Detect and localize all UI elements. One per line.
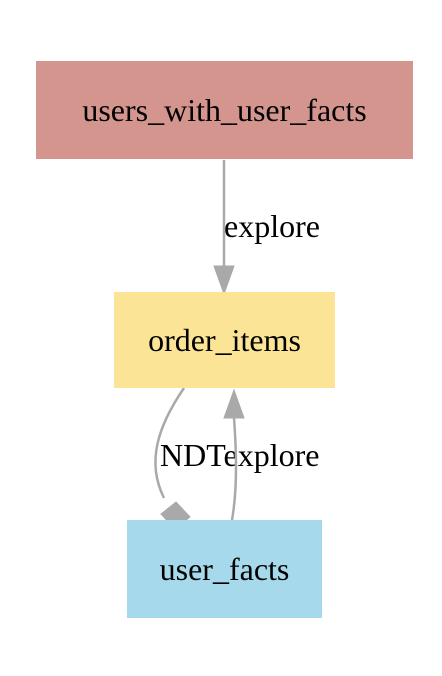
edge-users-with-user-facts-to-order-items <box>213 160 235 296</box>
edge-label-explore: explore <box>224 208 320 244</box>
node-label-user-facts: user_facts <box>160 551 290 587</box>
node-user-facts: user_facts <box>127 520 322 618</box>
node-order-items: order_items <box>114 292 335 388</box>
edge-label-ndtexplore: NDTexplore <box>160 437 319 473</box>
node-label-order-items: order_items <box>148 322 301 358</box>
node-users-with-user-facts: users_with_user_facts <box>36 61 413 159</box>
node-label-users-with-user-facts: users_with_user_facts <box>82 92 366 128</box>
edge-user-facts-to-order-items <box>223 388 245 521</box>
